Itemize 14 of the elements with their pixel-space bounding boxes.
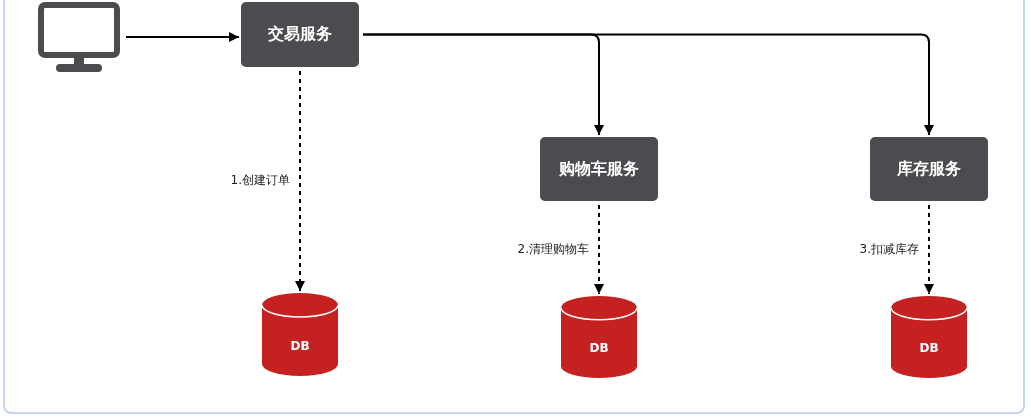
arrow [924,204,934,295]
arrow [594,204,604,295]
arrow [295,70,305,292]
edge-label: 1.创建订单 [228,171,292,189]
db-label: DB [589,341,609,355]
service-box: 交易服务 [241,2,359,67]
edge-label: 3.扣减库存 [857,240,921,257]
arrow [125,32,240,42]
db-label: DB [290,338,310,353]
service-box: 购物车服务 [540,137,658,201]
edge-label: 2.清理购物车 [515,240,591,257]
service-box: 库存服务 [870,137,988,201]
arrow [362,33,934,136]
db-label: DB [919,341,939,355]
